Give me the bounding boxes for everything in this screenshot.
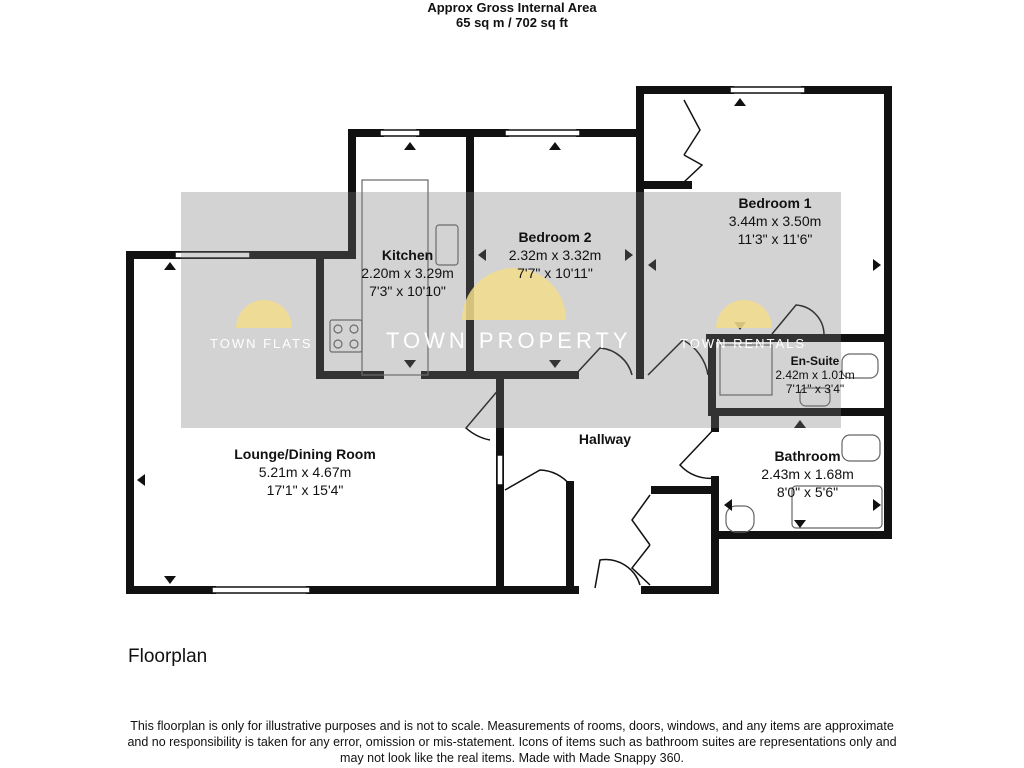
fixtures	[329, 179, 883, 533]
room-name: Bedroom 2	[518, 229, 592, 245]
watermark-left: TOWN FLATS	[210, 336, 313, 351]
window-bedroom2	[504, 129, 581, 137]
window-kitchen	[379, 129, 421, 137]
room-imperial: 7'3" x 10'10"	[369, 283, 446, 299]
dimension-arrows	[137, 98, 881, 584]
doors	[464, 99, 825, 589]
window-hall-side	[496, 454, 504, 486]
disclaimer-line-2: and no responsibility is taken for any e…	[127, 735, 897, 749]
sun-logo-left	[236, 300, 292, 328]
door-cupboard	[504, 469, 571, 491]
room-metric: 5.21m x 4.67m	[258, 464, 352, 480]
bathroom-toilet	[841, 434, 881, 462]
area-header: Approx Gross Internal Area 65 sq m / 702…	[0, 0, 1024, 30]
room-name: Kitchen	[381, 247, 434, 263]
room-metric: 3.44m x 3.50m	[728, 213, 822, 229]
kitchen-wall	[348, 129, 384, 259]
room-metric: 2.32m x 3.32m	[508, 247, 602, 263]
door-bedroom1	[647, 339, 709, 376]
wardrobe-doors	[683, 99, 704, 183]
room-name: En-Suite	[790, 354, 840, 368]
sun-logo-right	[716, 300, 772, 328]
room-metric: 2.43m x 1.68m	[761, 466, 854, 482]
area-value: 65 sq m / 702 sq ft	[456, 15, 568, 30]
room-metric: 2.20m x 3.29m	[361, 265, 454, 281]
room-name: Bathroom	[774, 448, 841, 464]
room-name: Hallway	[578, 431, 632, 447]
area-title: Approx Gross Internal Area	[427, 0, 597, 15]
room-lounge: Lounge/Dining Room 5.21m x 4.67m 17'1" x…	[205, 445, 405, 499]
door-entrance	[594, 558, 641, 589]
window-bedroom1	[729, 86, 806, 94]
door-ensuite	[771, 304, 825, 335]
bathroom-basin	[725, 505, 755, 533]
kitchen-hob	[329, 319, 363, 353]
window-lounge-top	[174, 251, 251, 259]
bathroom-bath	[791, 485, 883, 529]
room-metric: 2.42m x 1.01m	[775, 368, 855, 382]
room-name: Lounge/Dining Room	[234, 446, 376, 462]
window-lounge-bottom	[211, 586, 311, 594]
ensuite-toilet	[841, 353, 879, 379]
disclaimer-line-1: This floorplan is only for illustrative …	[130, 719, 894, 733]
room-imperial: 11'3" x 11'6"	[737, 231, 813, 247]
watermark-right: TOWN RENTALS	[680, 336, 807, 351]
windows	[174, 86, 806, 594]
door-bathroom	[678, 427, 716, 480]
room-imperial: 8'0" x 5'6"	[776, 484, 839, 500]
room-name: Bedroom 1	[738, 195, 812, 211]
ensuite-basin	[799, 387, 831, 407]
door-bedroom2	[574, 347, 633, 376]
disclaimer: This floorplan is only for illustrative …	[96, 718, 928, 766]
floor-title: Floorplan	[128, 646, 208, 667]
kitchen-sink	[435, 224, 459, 266]
watermark-center: TOWN PROPERTY	[386, 328, 632, 353]
ensuite-outer	[708, 334, 892, 416]
room-imperial: 17'1" x 15'4"	[266, 482, 344, 498]
kitchen-counter	[361, 179, 429, 376]
ensuite-shower	[719, 344, 773, 396]
sun-logo-center	[462, 268, 566, 320]
room-imperial: 7'7" x 10'11"	[517, 265, 593, 281]
kitchen-inner-wall	[316, 258, 384, 379]
walls	[126, 86, 892, 594]
room-bathroom: Bathroom 2.43m x 1.68m 8'0" x 5'6"	[745, 447, 870, 501]
room-bedroom2: Bedroom 2 2.32m x 3.32m 7'7" x 10'11"	[490, 228, 620, 282]
room-imperial: 7'11" x 3'4"	[785, 382, 845, 396]
door-lounge	[464, 387, 501, 441]
bedroom1-right-wall	[801, 86, 892, 342]
disclaimer-line-3: may not look like the real items. Made w…	[340, 751, 684, 765]
cupboard-hall-doors	[630, 494, 651, 586]
room-kitchen: Kitchen 2.20m x 3.29m 7'3" x 10'10"	[345, 246, 470, 300]
room-hallway: Hallway	[560, 430, 650, 448]
room-bedroom1: Bedroom 1 3.44m x 3.50m 11'3" x 11'6"	[705, 194, 845, 248]
room-ensuite: En-Suite 2.42m x 1.01m 7'11" x 3'4"	[760, 354, 870, 396]
